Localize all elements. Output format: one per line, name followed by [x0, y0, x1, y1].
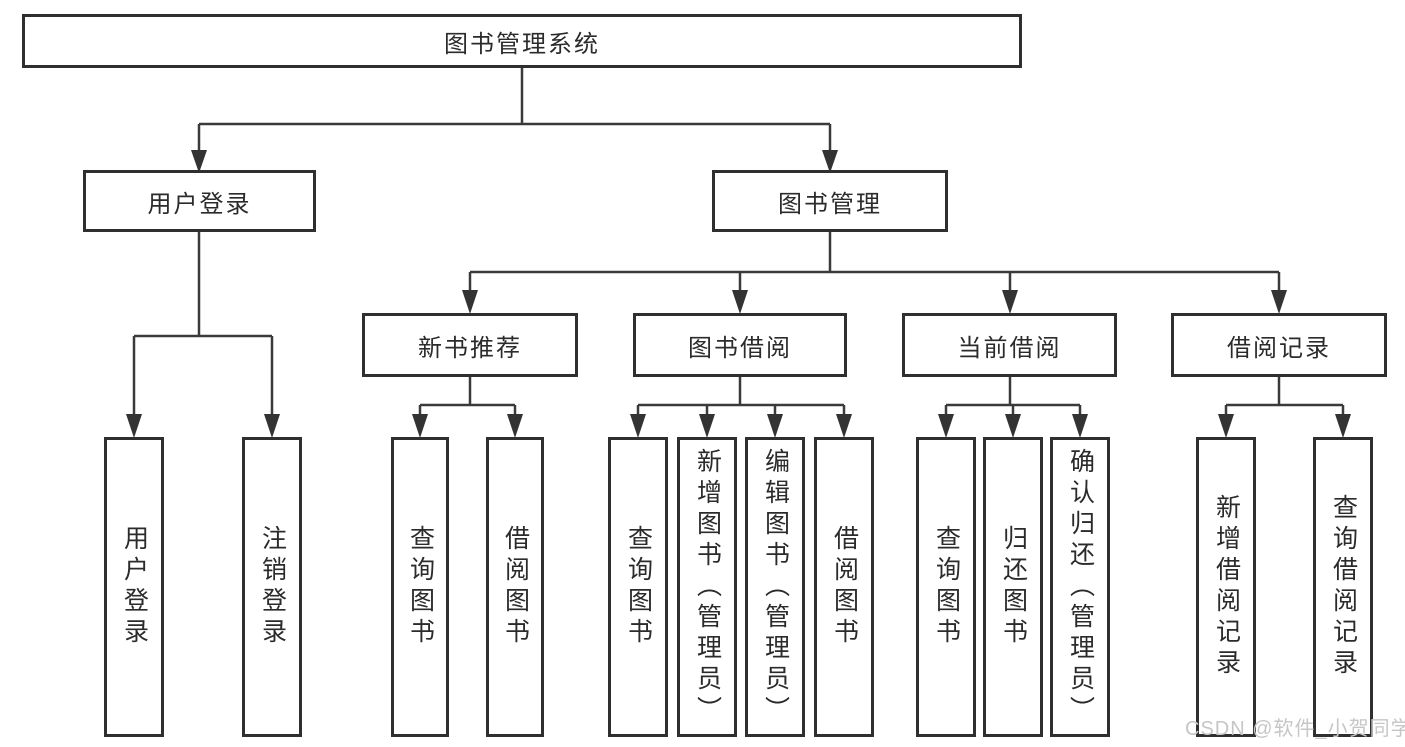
- arrow-down-icon: [412, 414, 428, 438]
- arrow-down-icon: [938, 414, 954, 438]
- node-label: 图书管理: [778, 190, 882, 218]
- node-leaf-query-books-recommend: 查询图书: [391, 437, 449, 737]
- node-leaf-borrow-books: 借阅图书: [814, 437, 874, 737]
- node-label: 借阅记录: [1227, 334, 1331, 362]
- arrow-down-icon: [126, 414, 142, 438]
- node-label: 当前借阅: [957, 334, 1062, 362]
- csdn-watermark: CSDN @软件_小贺同学: [1185, 718, 1405, 740]
- node-leaf-confirm-return-admin: 确认归还（管理员）: [1050, 437, 1110, 737]
- node-root-system: 图书管理系统: [22, 14, 1022, 68]
- arrow-down-icon: [264, 414, 280, 438]
- node-leaf-return-books: 归还图书: [983, 437, 1043, 737]
- arrow-down-icon: [732, 290, 748, 314]
- node-current-borrowing: 当前借阅: [902, 313, 1117, 377]
- node-borrowing-records: 借阅记录: [1171, 313, 1387, 377]
- node-leaf-add-borrow-record: 新增借阅记录: [1196, 437, 1256, 737]
- arrow-down-icon: [1005, 414, 1021, 438]
- node-label: 图书借阅: [688, 334, 792, 362]
- node-label: 确认归还（管理员）: [1066, 447, 1095, 727]
- node-label: 查询借阅记录: [1329, 494, 1358, 680]
- node-label: 查询图书: [406, 525, 435, 649]
- node-label: 新增图书（管理员）: [693, 447, 722, 727]
- node-label: 新增借阅记录: [1212, 494, 1241, 680]
- node-leaf-query-books-borrow: 查询图书: [608, 437, 668, 737]
- arrow-down-icon: [836, 414, 852, 438]
- node-label: 编辑图书（管理员）: [761, 447, 790, 727]
- node-label: 新书推荐: [418, 334, 522, 362]
- node-leaf-query-borrow-record: 查询借阅记录: [1313, 437, 1373, 737]
- node-leaf-edit-books-admin: 编辑图书（管理员）: [745, 437, 805, 737]
- node-label: 用户登录: [120, 525, 149, 649]
- node-book-management-module: 图书管理: [712, 170, 948, 232]
- node-label: 借阅图书: [830, 525, 859, 649]
- arrow-down-icon: [1335, 414, 1351, 438]
- node-leaf-user-login: 用户登录: [104, 437, 164, 737]
- arrowheads-group: [126, 150, 1351, 438]
- node-label: 图书管理系统: [444, 30, 600, 58]
- arrow-down-icon: [507, 414, 523, 438]
- arrow-down-icon: [1002, 290, 1018, 314]
- node-label: 查询图书: [624, 525, 653, 649]
- node-label: 查询图书: [932, 525, 961, 649]
- node-leaf-query-books-current: 查询图书: [916, 437, 976, 737]
- node-user-login-module: 用户登录: [83, 170, 316, 232]
- arrow-down-icon: [1271, 290, 1287, 314]
- arrow-down-icon: [1072, 414, 1088, 438]
- node-label: 注销登录: [258, 525, 287, 649]
- node-leaf-logout: 注销登录: [242, 437, 302, 737]
- arrow-down-icon: [699, 414, 715, 438]
- node-label: 用户登录: [147, 190, 252, 218]
- node-book-borrowing: 图书借阅: [633, 313, 847, 377]
- arrow-down-icon: [191, 150, 207, 173]
- node-label: 借阅图书: [501, 525, 530, 649]
- arrow-down-icon: [767, 414, 783, 438]
- node-leaf-borrow-books-recommend: 借阅图书: [486, 437, 544, 737]
- node-new-book-recommend: 新书推荐: [362, 313, 578, 377]
- arrow-down-icon: [1218, 414, 1234, 438]
- node-label: 归还图书: [999, 525, 1028, 649]
- arrow-down-icon: [462, 290, 478, 314]
- arrow-down-icon: [822, 150, 838, 173]
- node-leaf-add-books-admin: 新增图书（管理员）: [677, 437, 737, 737]
- arrow-down-icon: [630, 414, 646, 438]
